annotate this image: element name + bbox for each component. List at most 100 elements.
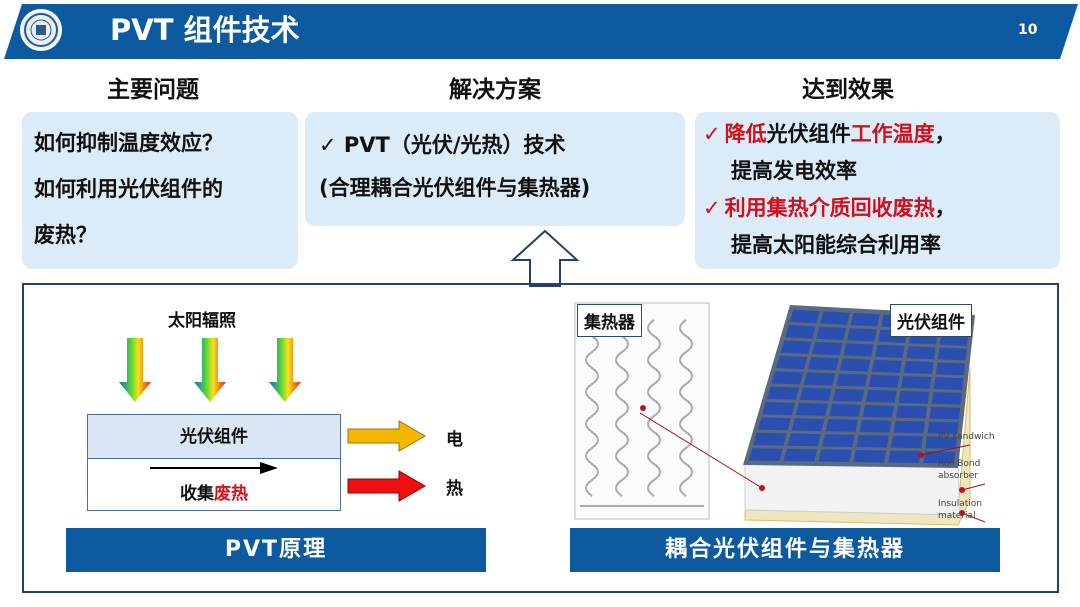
solar-cell (868, 374, 900, 388)
solar-cell (893, 420, 926, 434)
heat-label: 热 (446, 479, 463, 499)
solar-cell (787, 433, 821, 447)
solar-cell (896, 405, 928, 419)
solution-line: (合理耦合光伏组件与集热器) (319, 176, 591, 200)
effect-text: ， (934, 122, 956, 146)
heading-effects: 达到效果 (802, 77, 894, 103)
effect-item-2: ✓利用集热介质回收废热， (703, 190, 1060, 227)
label-material: material (938, 511, 976, 521)
page-title: PVT 组件技术 (110, 13, 300, 47)
solar-cell (789, 309, 820, 324)
pv-layer-label: 光伏组件 (180, 427, 248, 447)
solar-cell (850, 312, 880, 327)
effect-text: 光伏组件 (766, 122, 851, 146)
waste-heat-label: 废热 (214, 484, 248, 504)
problem-line: 如何抑制温度效应？ (34, 131, 223, 155)
solar-cell (890, 435, 923, 449)
solution-box: ✓ PVT（光伏/光热）技术 (合理耦合光伏组件与集热器) (305, 112, 685, 226)
solar-cell (799, 387, 832, 401)
solar-cell (903, 361, 934, 375)
solar-cell (816, 326, 847, 341)
label-insulation: Insulation (938, 499, 983, 509)
solar-cell (865, 389, 897, 403)
collect-label: 收集 (180, 484, 214, 504)
solar-cell (859, 419, 892, 433)
problem-line: 废热？ (34, 223, 97, 247)
solar-cell (847, 328, 877, 342)
flow-arrow-icon (150, 462, 278, 474)
diagram-frame (22, 283, 1059, 593)
solar-cell (753, 432, 787, 446)
solar-cell (888, 450, 921, 463)
solar-cell (906, 346, 936, 360)
solar-cell (762, 401, 796, 416)
page-number: 10 (1018, 22, 1038, 38)
collector-tag: 集热器 (577, 304, 642, 337)
effect-text: ， (934, 196, 956, 220)
solar-cell (825, 419, 858, 432)
solar-cell (836, 373, 868, 387)
problems-box: 如何抑制温度效应？ 如何利用光伏组件的 废热？ (22, 112, 298, 269)
check-icon: ✓ (703, 122, 721, 146)
solar-cell (807, 357, 839, 371)
effect-text: 降低 (724, 122, 767, 146)
solar-cell (775, 355, 808, 370)
solar-cell (901, 375, 932, 389)
pv-module-image (640, 305, 986, 526)
solar-cell (748, 448, 783, 461)
pv-layer: 光伏组件 (87, 414, 341, 459)
solar-cell (780, 340, 812, 354)
solar-cell (927, 421, 959, 435)
effect-item-1: ✓降低光伏组件工作温度， (703, 116, 1060, 153)
solar-cell (783, 448, 818, 462)
solar-cell (856, 434, 889, 448)
solar-cell (923, 451, 956, 464)
pv-module-tag: 光伏组件 (890, 304, 972, 337)
collector-layer: 收集废热 (87, 459, 341, 511)
solar-cell (771, 371, 804, 385)
solar-cell (820, 311, 850, 325)
collector-image (574, 302, 710, 520)
solar-cell (811, 341, 843, 356)
solar-cell (874, 344, 905, 358)
solar-cell (757, 417, 791, 431)
label-roll-bond: Roll Bond (938, 459, 981, 469)
problem-line: 如何利用光伏组件的 (34, 177, 223, 201)
heading-problems: 主要问题 (107, 77, 199, 103)
university-logo (20, 9, 62, 51)
solar-cell (791, 418, 825, 432)
solar-cell (766, 386, 800, 400)
effect-text: 工作温度 (850, 122, 935, 146)
solar-cell (929, 406, 961, 420)
effect-line: 提高太阳能综合利用率 (731, 233, 941, 257)
effects-box: ✓降低光伏组件工作温度， 提高发电效率 ✓利用集热介质回收废热， 提高太阳能综合… (695, 112, 1060, 269)
electric-label: 电 (446, 430, 463, 450)
solar-cell (862, 404, 895, 418)
solar-cell (871, 359, 903, 373)
solar-cell (785, 325, 816, 339)
solution-line: ✓ PVT（光伏/光热）技术 (319, 133, 566, 157)
electric-arrow-icon (347, 420, 427, 452)
heading-solution: 解决方案 (449, 77, 541, 103)
effect-text: 利用集热介质回收废热 (724, 196, 935, 220)
solar-cell (853, 449, 887, 463)
solar-cell (832, 388, 865, 402)
effect-line: 提高发电效率 (731, 159, 857, 183)
pvt-principle-caption: PVT原理 (66, 528, 486, 572)
sun-rays-icon (119, 338, 301, 402)
solar-cell (795, 402, 829, 416)
solar-cell (829, 403, 862, 417)
solar-cell (898, 390, 930, 404)
solar-cell (925, 436, 957, 449)
sun-label: 太阳辐照 (168, 311, 236, 331)
solar-cell (818, 449, 852, 462)
solar-cell (843, 343, 874, 357)
check-icon: ✓ (703, 196, 721, 220)
solar-cell (803, 372, 836, 386)
label-pv-sandwich: PV sandwich (938, 432, 995, 442)
heat-arrow-icon (347, 470, 427, 502)
solar-cell (935, 362, 966, 376)
solar-cell (931, 391, 962, 405)
coupling-caption: 耦合光伏组件与集热器 (570, 528, 1000, 572)
solar-cell (937, 347, 967, 361)
